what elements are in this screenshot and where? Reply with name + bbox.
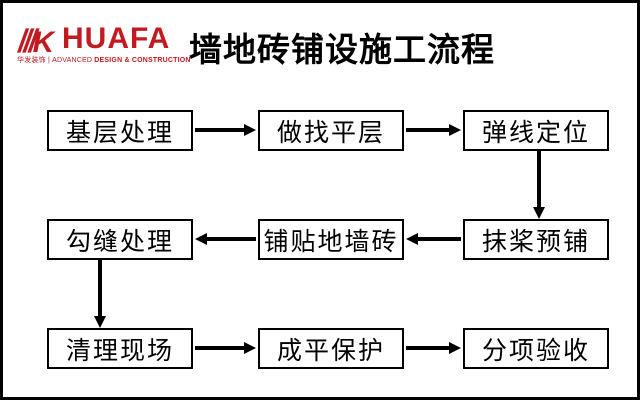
arrow-right-icon bbox=[406, 341, 461, 355]
tagline-cn: 华发装饰 bbox=[17, 56, 46, 64]
arrow-right-icon bbox=[195, 341, 256, 355]
huafa-k-icon: K bbox=[17, 27, 57, 54]
page-title: 墙地砖铺设施工流程 bbox=[189, 31, 495, 68]
tagline-en-regular: ADVANCED bbox=[52, 56, 93, 64]
flow-node-finish-protect: 成平保护 bbox=[258, 328, 404, 369]
arrow-down-icon bbox=[93, 260, 107, 328]
arrow-left-icon bbox=[406, 232, 461, 246]
arrow-down-icon bbox=[532, 151, 546, 219]
flow-node-site-cleanup: 清理现场 bbox=[47, 328, 193, 369]
arrow-right-icon bbox=[406, 123, 461, 137]
arrow-left-icon bbox=[195, 232, 256, 246]
flow-node-base-treatment: 基层处理 bbox=[47, 110, 193, 151]
brand-wordmark: HUAFA bbox=[62, 22, 171, 55]
tagline-en-bold: DESIGN & CONSTRUCTION bbox=[94, 56, 191, 64]
flow-node-leveling-layer: 做找平层 bbox=[258, 110, 404, 151]
flow-node-grouting: 勾缝处理 bbox=[47, 219, 193, 260]
logo: K HUAFA 华发装饰 | ADVANCED DESIGN & CONSTRU… bbox=[17, 22, 191, 64]
svg-text:K: K bbox=[33, 27, 57, 54]
flow-node-lay-tiles: 铺贴地墙砖 bbox=[258, 219, 404, 260]
arrow-right-icon bbox=[195, 123, 256, 137]
tagline-separator: | bbox=[47, 56, 50, 64]
flow-node-mortar-prelay: 抹桨预铺 bbox=[463, 219, 609, 260]
brand-tagline: 华发装饰 | ADVANCED DESIGN & CONSTRUCTION bbox=[17, 57, 191, 64]
flow-node-snap-lines: 弹线定位 bbox=[463, 110, 609, 151]
flow-node-acceptance: 分项验收 bbox=[463, 328, 609, 369]
